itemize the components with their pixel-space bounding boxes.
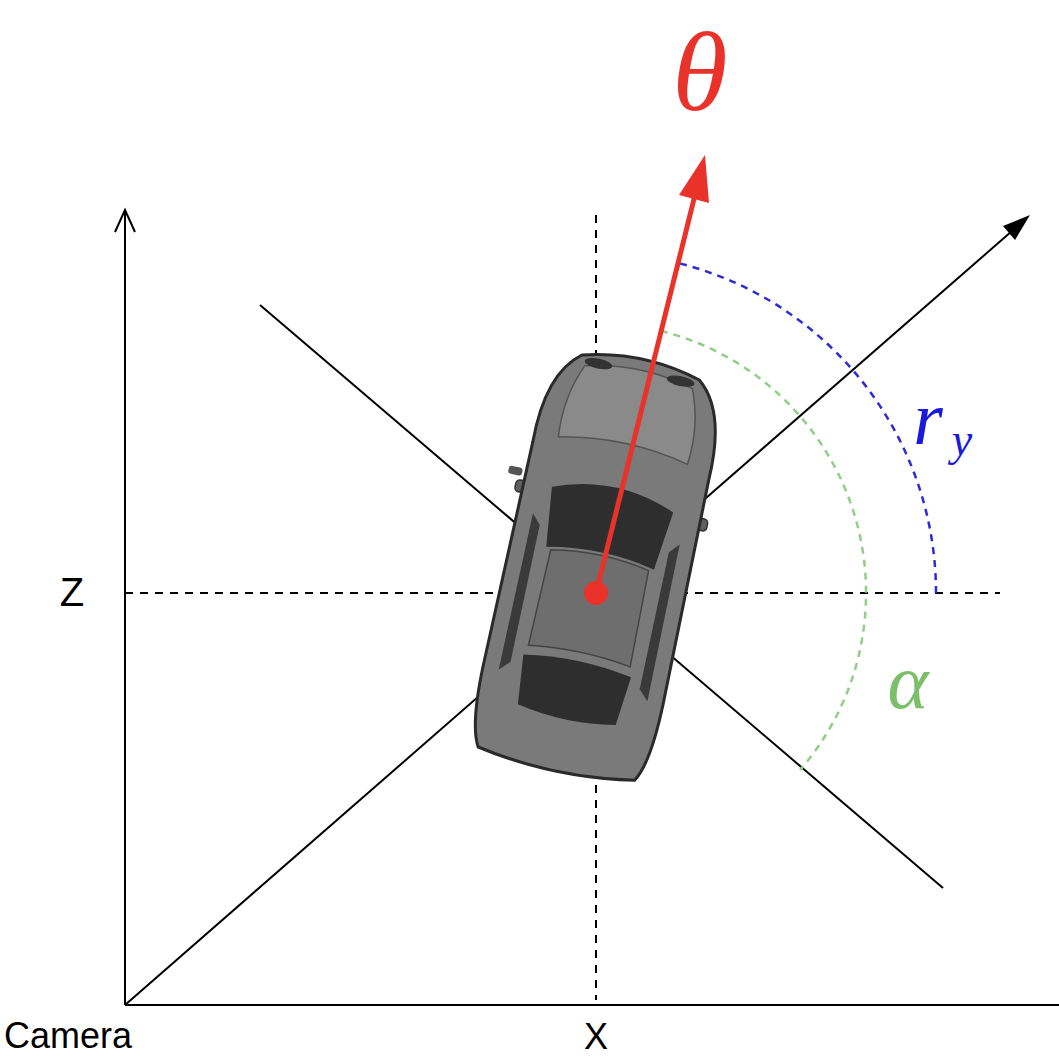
z-axis — [124, 212, 126, 1005]
car-headlight — [584, 356, 613, 372]
origin-label: Camera — [4, 1018, 132, 1054]
car-rear-window — [512, 649, 632, 731]
axis-arrowhead — [115, 210, 135, 232]
camera-ray — [125, 231, 1012, 1005]
car-side-window — [499, 513, 542, 672]
observation-angle-symbol: α — [888, 643, 929, 721]
perpendicular-line — [260, 305, 943, 888]
rotation-symbol: r — [913, 380, 943, 456]
ray-arrowhead — [1003, 215, 1030, 240]
car-center — [584, 581, 608, 605]
axis-label: Z — [60, 572, 84, 612]
heading-arrowhead — [679, 155, 709, 203]
rotation-subscript: y — [952, 417, 972, 463]
car-headlight — [666, 373, 695, 389]
x-axis — [125, 1004, 1059, 1006]
car-roof — [528, 544, 651, 666]
heading-arrow — [596, 195, 695, 593]
car-mirror — [508, 465, 523, 476]
car — [449, 337, 738, 792]
heading-angle-symbol: θ — [672, 16, 727, 128]
car-side-window — [638, 543, 681, 702]
car-body — [465, 340, 733, 790]
axis-label: X — [584, 1019, 608, 1055]
